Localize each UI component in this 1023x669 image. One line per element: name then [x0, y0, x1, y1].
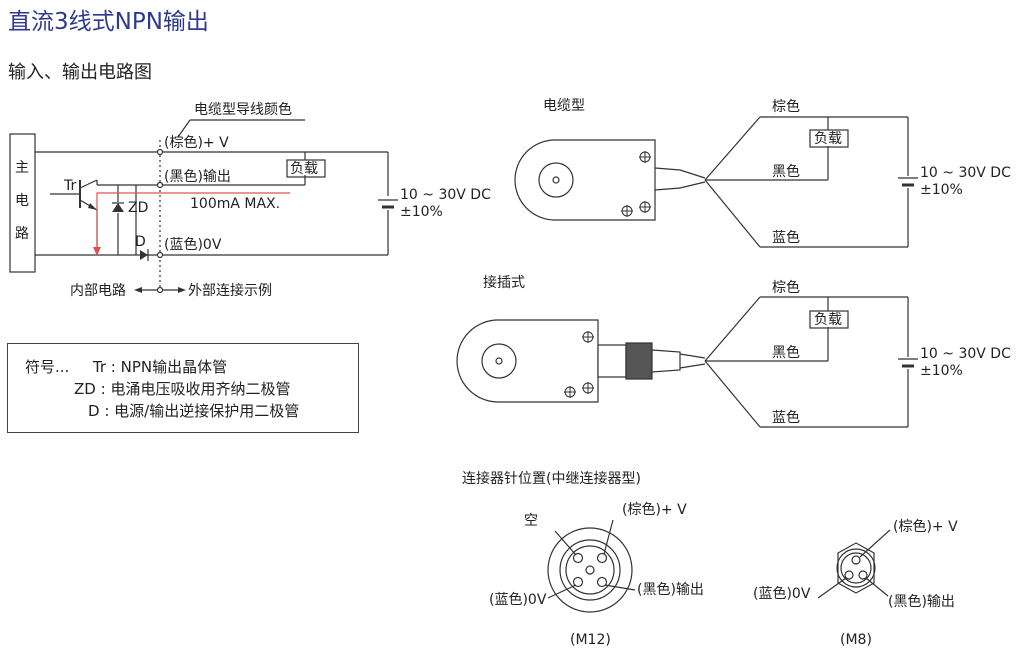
- plug-tolerance-label: ±10%: [920, 363, 963, 379]
- connector-title: 连接器针位置(中继连接器型): [462, 470, 641, 487]
- cable-load-label: 负载: [814, 131, 842, 147]
- legend-desc: 电源/输出逆接保护用二极管: [114, 402, 300, 420]
- m8-blue-label: (蓝色)0V: [753, 585, 811, 602]
- legend-row-tr: 符号... Tr : NPN输出晶体管: [25, 358, 228, 376]
- legend-symbol: ZD: [74, 380, 96, 398]
- m12-name: (M12): [570, 632, 611, 648]
- m8-connector: [817, 529, 891, 599]
- cable-voltage-label: 10 ~ 30V DC: [920, 165, 1011, 181]
- cable-sensor-face: [538, 162, 574, 198]
- plug-blue-label: 蓝色: [772, 409, 800, 426]
- current-path: [96, 192, 290, 250]
- cable-brown-label: 棕色: [772, 98, 800, 115]
- arrow-left-icon: [134, 287, 142, 293]
- current-arrow-icon: [93, 247, 101, 256]
- m12-connector: [547, 519, 636, 613]
- plug-sensor-body: [456, 319, 599, 403]
- legend-desc: NPN输出晶体管: [120, 358, 228, 376]
- legend-row-d: D : 电源/输出逆接保护用二极管: [88, 402, 300, 420]
- m12-black-label: (黑色)输出: [637, 581, 704, 598]
- plug-connector-knurl: [625, 342, 653, 380]
- m8-name: (M8): [840, 632, 872, 648]
- plug-sensor-face: [481, 343, 517, 379]
- cable-screws: [621, 151, 651, 217]
- d-label: D: [135, 234, 146, 250]
- main-circuit-char-2: 电: [15, 193, 29, 209]
- legend-desc: 电涌电压吸收用齐纳二极管: [110, 380, 291, 398]
- black-out-label: (黑色)输出: [164, 168, 231, 185]
- plug-voltage-label: 10 ~ 30V DC: [920, 346, 1011, 362]
- symbol-legend: 符号... Tr : NPN输出晶体管 ZD : 电涌电压吸收用齐纳二极管 D …: [7, 343, 359, 433]
- main-circuit-char-3: 路: [15, 226, 29, 242]
- m8-black-label: (黑色)输出: [888, 593, 955, 610]
- transistor-arrow-icon: [88, 203, 97, 210]
- max-current-label: 100mA MAX.: [190, 196, 280, 212]
- plug-brown-label: 棕色: [772, 279, 800, 296]
- main-circuit-char-1: 主: [15, 160, 29, 176]
- cable-blue-label: 蓝色: [772, 229, 800, 246]
- legend-row-zd: ZD : 电涌电压吸收用齐纳二极管: [74, 380, 291, 398]
- zener-icon: [112, 203, 124, 212]
- cable-type-label: 电缆型: [543, 98, 585, 114]
- plug-type-diagram: [456, 296, 918, 428]
- diode-icon: [140, 250, 148, 260]
- brown-plus-label: (棕色)+ V: [164, 134, 229, 151]
- m8-brown-label: (棕色)+ V: [893, 518, 958, 535]
- cable-tolerance-label: ±10%: [920, 182, 963, 198]
- legend-prefix: 符号...: [25, 358, 70, 376]
- plug-screws: [564, 331, 594, 398]
- tr-label: Tr: [63, 178, 76, 194]
- terminals: [156, 148, 164, 294]
- plug-type-label: 接插式: [483, 274, 525, 291]
- io-circuit: [9, 119, 398, 291]
- cable-black-label: 黑色: [772, 163, 800, 180]
- arrow-right-icon: [178, 287, 186, 293]
- m12-blue-label: (蓝色)0V: [489, 591, 547, 608]
- supply-voltage-label: 10 ~ 30V DC: [400, 187, 491, 203]
- zd-label: ZD: [128, 200, 148, 216]
- internal-label: 内部电路: [70, 283, 126, 299]
- m12-empty-label: 空: [524, 513, 538, 529]
- legend-symbol: D: [88, 402, 100, 420]
- main-circuit-box: [9, 133, 36, 273]
- blue-0v-label: (蓝色)0V: [164, 236, 222, 253]
- cable-sensor-body: [514, 139, 656, 221]
- wire-color-caption: 电缆型导线颜色: [194, 101, 292, 118]
- supply-tolerance-label: ±10%: [400, 204, 443, 220]
- page-title: 直流3线式NPN输出: [8, 9, 209, 35]
- cable-type-diagram: [514, 116, 918, 248]
- legend-symbol: Tr: [92, 358, 106, 376]
- plug-load-label: 负载: [814, 312, 842, 328]
- m12-brown-label: (棕色)+ V: [622, 501, 687, 518]
- external-label: 外部连接示例: [188, 282, 272, 299]
- load-label: 负载: [290, 161, 318, 177]
- page-subtitle: 输入、输出电路图: [8, 62, 152, 83]
- plug-black-label: 黑色: [772, 344, 800, 361]
